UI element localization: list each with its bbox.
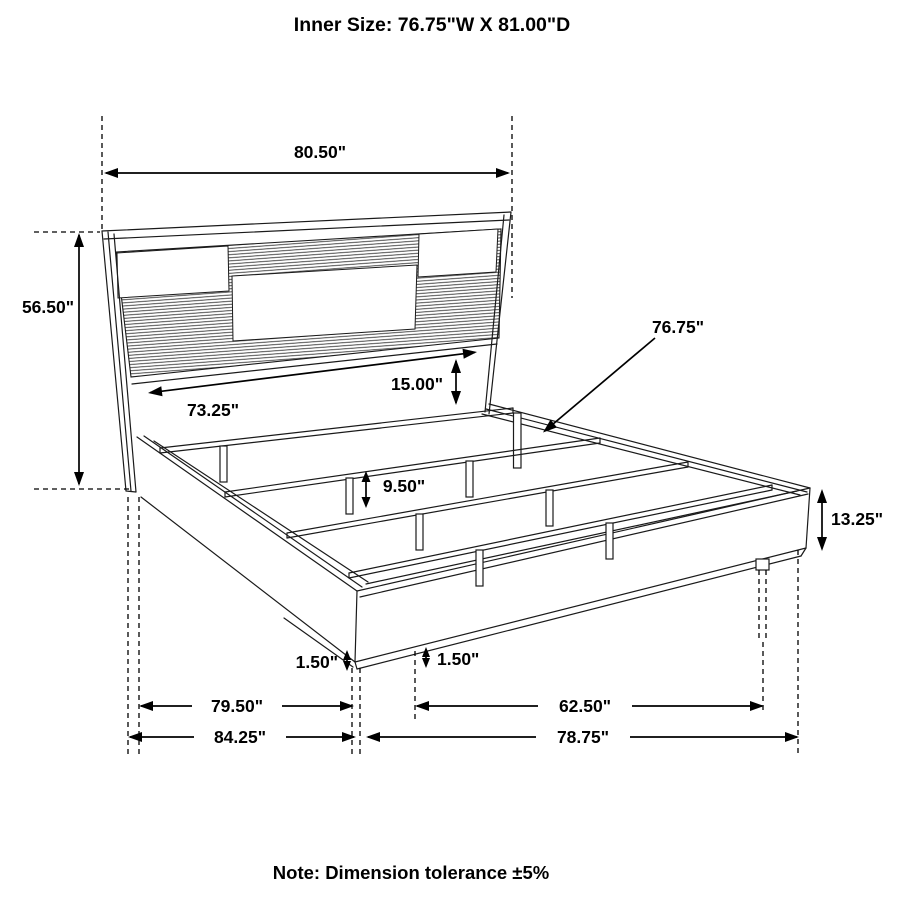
dim-footboard-width: 78.75" xyxy=(366,727,799,747)
dim-label-76-75: 76.75" xyxy=(652,317,704,337)
dim-footboard-height: 13.25" xyxy=(817,489,883,551)
dim-label-15-00: 15.00" xyxy=(391,374,443,394)
dim-inner-width: 73.25" xyxy=(148,348,477,420)
slat-leg xyxy=(475,549,484,587)
dim-label-1-50-right: 1.50" xyxy=(437,649,479,669)
dim-label-9-50: 9.50" xyxy=(383,476,425,496)
dim-label-79-50: 79.50" xyxy=(211,696,263,716)
support-slats xyxy=(159,407,773,587)
headboard-white-panel-right xyxy=(417,228,499,278)
slat-leg xyxy=(465,460,474,498)
headboard-white-panel-center xyxy=(231,264,418,342)
footboard-leg xyxy=(755,558,770,571)
dim-label-73-25: 73.25" xyxy=(187,400,239,420)
dim-label-56-50: 56.50" xyxy=(22,297,74,317)
dim-label-80-50: 80.50" xyxy=(294,142,346,162)
head-rail-support xyxy=(512,412,522,469)
dim-label-62-50: 62.50" xyxy=(559,696,611,716)
dim-inner-depth-span: 62.50" xyxy=(415,696,764,716)
dim-frame-length: 79.50" xyxy=(139,696,354,716)
headboard-white-panel-left xyxy=(116,245,230,299)
inner-size-title: Inner Size: 76.75"W X 81.00"D xyxy=(294,14,570,36)
slat-leg xyxy=(219,445,228,483)
headboard xyxy=(101,211,512,493)
slat-leg xyxy=(605,522,614,560)
dim-label-84-25: 84.25" xyxy=(214,727,266,747)
dim-headboard-height: 56.50" xyxy=(22,233,84,486)
extension-lines xyxy=(34,116,799,756)
slat-leg-9-50 xyxy=(345,477,354,515)
dim-base-recess-right: 1.50" xyxy=(422,647,479,669)
slat-leg xyxy=(415,513,424,551)
tolerance-note: Note: Dimension tolerance ±5% xyxy=(273,862,549,883)
bed-frame xyxy=(136,403,811,670)
dim-slat-leg-height: 9.50" xyxy=(361,471,425,508)
dim-label-78-75: 78.75" xyxy=(557,727,609,747)
dim-panel-to-rail: 15.00" xyxy=(391,359,461,405)
dim-headboard-width: 80.50" xyxy=(104,142,510,178)
dim-base-recess-left: 1.50" xyxy=(296,650,351,672)
dim-label-13-25: 13.25" xyxy=(831,509,883,529)
dim-slat-length-leader: 76.75" xyxy=(543,317,704,433)
slat-leg xyxy=(545,489,554,527)
dim-overall-depth: 84.25" xyxy=(128,727,356,747)
dim-label-1-50-left: 1.50" xyxy=(296,652,338,672)
